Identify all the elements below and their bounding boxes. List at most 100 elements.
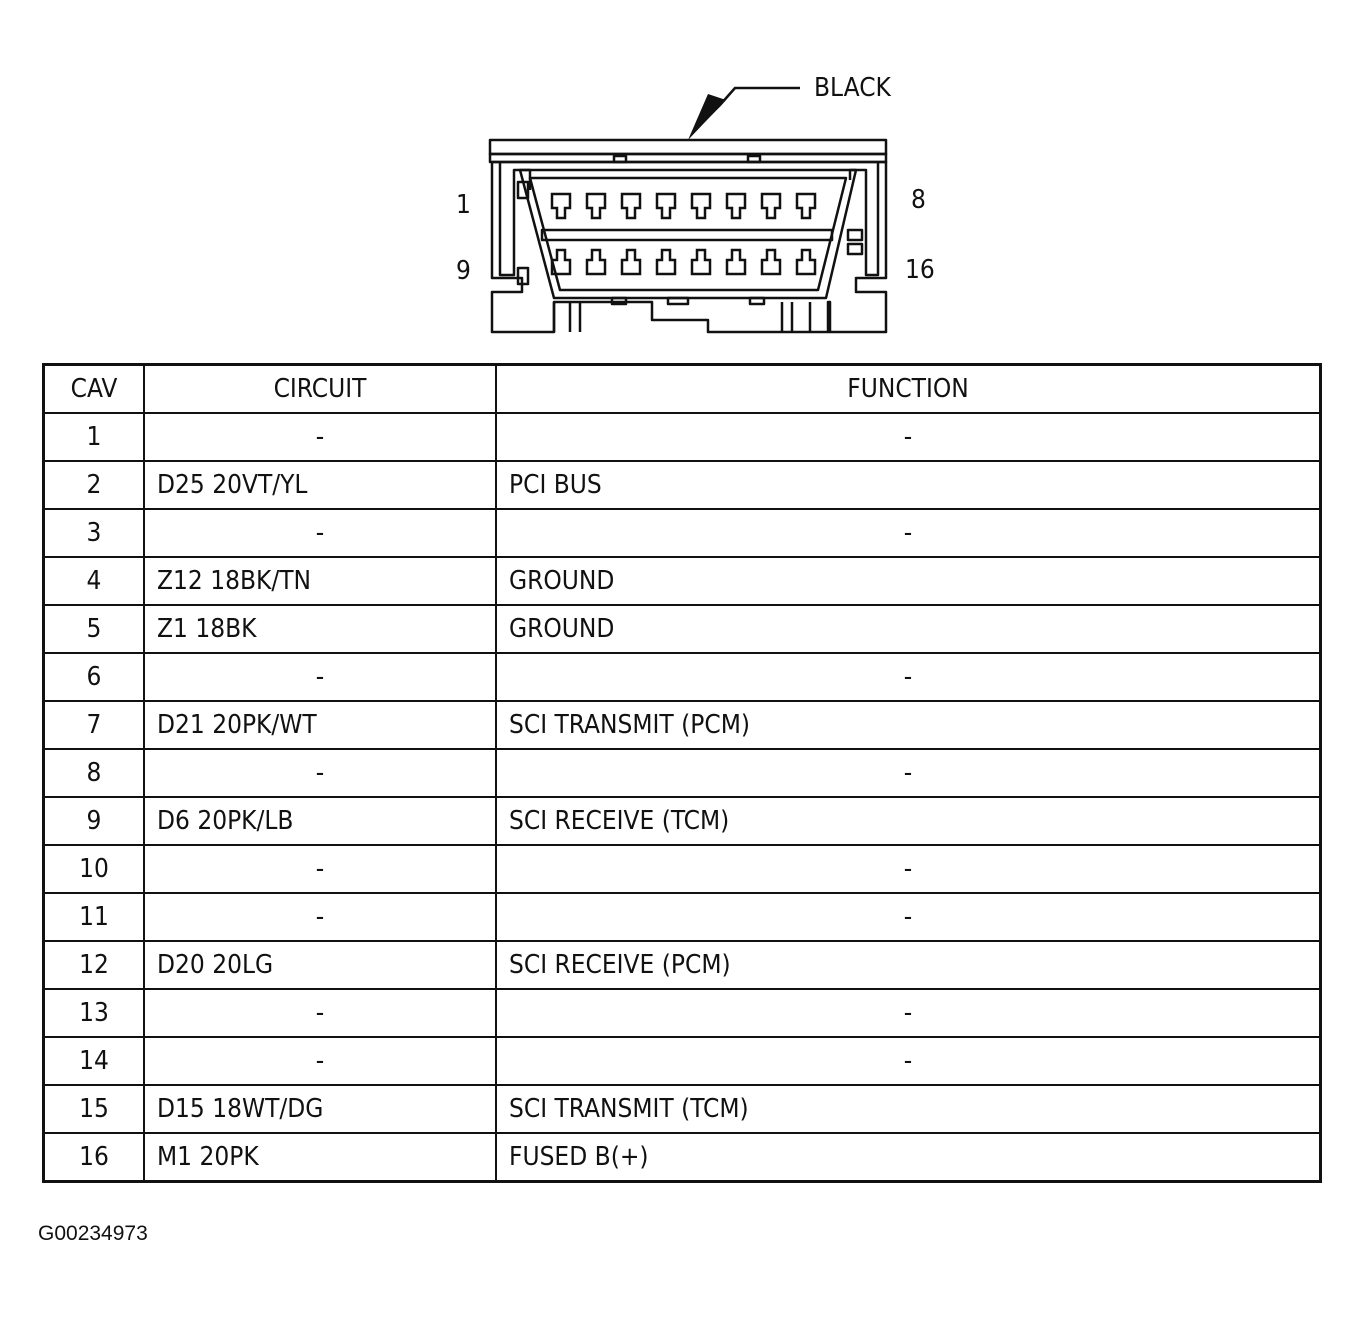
circuit-cell: D25 20VT/YL bbox=[143, 460, 497, 510]
circuit-cell: Z12 18BK/TN bbox=[143, 556, 497, 606]
pin-cavity-6 bbox=[725, 192, 747, 220]
cav-cell: 12 bbox=[42, 940, 145, 990]
function-cell: - bbox=[495, 508, 1322, 558]
housing-tab-right bbox=[846, 228, 864, 242]
connector-color-label: BLACK bbox=[814, 73, 892, 103]
circuit-cell: - bbox=[143, 508, 497, 558]
table-row: 11-- bbox=[42, 892, 1322, 942]
latch-lines-right bbox=[780, 302, 812, 332]
cav-cell: 15 bbox=[42, 1084, 145, 1134]
pin-cavity-16 bbox=[795, 248, 817, 276]
function-cell: - bbox=[495, 748, 1322, 798]
function-cell: FUSED B(+) bbox=[495, 1132, 1322, 1183]
circuit-cell: - bbox=[143, 844, 497, 894]
function-cell: SCI TRANSMIT (TCM) bbox=[495, 1084, 1322, 1134]
cav-cell: 5 bbox=[42, 604, 145, 654]
function-cell: - bbox=[495, 652, 1322, 702]
circuit-cell: - bbox=[143, 748, 497, 798]
pin-row-upper bbox=[550, 192, 817, 220]
pin-label-8: 8 bbox=[911, 185, 926, 215]
connector-top-rail bbox=[488, 138, 888, 156]
function-cell: - bbox=[495, 412, 1322, 462]
function-cell: SCI RECEIVE (TCM) bbox=[495, 796, 1322, 846]
function-cell: GROUND bbox=[495, 604, 1322, 654]
pin-cavity-11 bbox=[620, 248, 642, 276]
function-cell: PCI BUS bbox=[495, 460, 1322, 510]
connector-drawing: BLACK 1 8 9 16 bbox=[456, 73, 935, 334]
function-cell: - bbox=[495, 844, 1322, 894]
table-row: 6-- bbox=[42, 652, 1322, 702]
function-cell: GROUND bbox=[495, 556, 1322, 606]
pin-cavity-12 bbox=[655, 248, 677, 276]
function-cell: - bbox=[495, 988, 1322, 1038]
circuit-cell: D20 20LG bbox=[143, 940, 497, 990]
pin-cavity-13 bbox=[690, 248, 712, 276]
circuit-cell: - bbox=[143, 988, 497, 1038]
pin-cavity-14 bbox=[725, 248, 747, 276]
table-row: 8-- bbox=[42, 748, 1322, 798]
function-cell: - bbox=[495, 892, 1322, 942]
table-row: 13-- bbox=[42, 988, 1322, 1038]
pin-cavity-2 bbox=[585, 192, 607, 220]
pin-cavity-1 bbox=[550, 192, 572, 220]
pin-cavity-7 bbox=[760, 192, 782, 220]
cav-cell: 16 bbox=[42, 1132, 145, 1183]
cav-cell: 4 bbox=[42, 556, 145, 606]
header-circuit: CIRCUIT bbox=[143, 363, 497, 414]
cav-cell: 9 bbox=[42, 796, 145, 846]
header-cav: CAV bbox=[42, 363, 145, 414]
table-header-row: CAV CIRCUIT FUNCTION bbox=[42, 363, 1322, 414]
header-function: FUNCTION bbox=[495, 363, 1322, 414]
housing-notch bbox=[746, 154, 762, 164]
pin-label-9: 9 bbox=[456, 256, 471, 286]
housing-tab-left-lower bbox=[516, 266, 530, 286]
pin-cavity-15 bbox=[760, 248, 782, 276]
housing-left-wall bbox=[498, 162, 532, 277]
pin-cavity-10 bbox=[585, 248, 607, 276]
circuit-cell: - bbox=[143, 1036, 497, 1086]
bottom-notch bbox=[610, 296, 628, 306]
table-row: 1-- bbox=[42, 412, 1322, 462]
callout-arrowhead bbox=[688, 94, 726, 140]
pin-cavity-5 bbox=[690, 192, 712, 220]
table-row: 3-- bbox=[42, 508, 1322, 558]
housing-right-wall bbox=[848, 162, 880, 277]
figure-id: G00234973 bbox=[38, 1222, 148, 1245]
cav-cell: 3 bbox=[42, 508, 145, 558]
housing-tab-left bbox=[516, 180, 530, 200]
cav-cell: 2 bbox=[42, 460, 145, 510]
function-cell: SCI RECEIVE (PCM) bbox=[495, 940, 1322, 990]
function-cell: SCI TRANSMIT (PCM) bbox=[495, 700, 1322, 750]
pin-face-inner bbox=[528, 176, 848, 292]
circuit-cell: - bbox=[143, 412, 497, 462]
bottom-notch bbox=[666, 296, 690, 306]
pin-row-lower bbox=[550, 248, 817, 276]
pin-label-1: 1 bbox=[456, 190, 471, 220]
circuit-cell: D15 18WT/DG bbox=[143, 1084, 497, 1134]
connector-housing bbox=[490, 160, 888, 334]
cav-cell: 6 bbox=[42, 652, 145, 702]
bottom-notch bbox=[748, 296, 766, 306]
pin-cavity-8 bbox=[795, 192, 817, 220]
cav-cell: 11 bbox=[42, 892, 145, 942]
circuit-cell: D6 20PK/LB bbox=[143, 796, 497, 846]
circuit-cell: Z1 18BK bbox=[143, 604, 497, 654]
pin-cavity-4 bbox=[655, 192, 677, 220]
cav-cell: 14 bbox=[42, 1036, 145, 1086]
table-row: 14-- bbox=[42, 1036, 1322, 1086]
latch-lines-left bbox=[552, 302, 582, 332]
function-cell: - bbox=[495, 1036, 1322, 1086]
cav-cell: 13 bbox=[42, 988, 145, 1038]
circuit-cell: M1 20PK bbox=[143, 1132, 497, 1183]
circuit-cell: - bbox=[143, 892, 497, 942]
